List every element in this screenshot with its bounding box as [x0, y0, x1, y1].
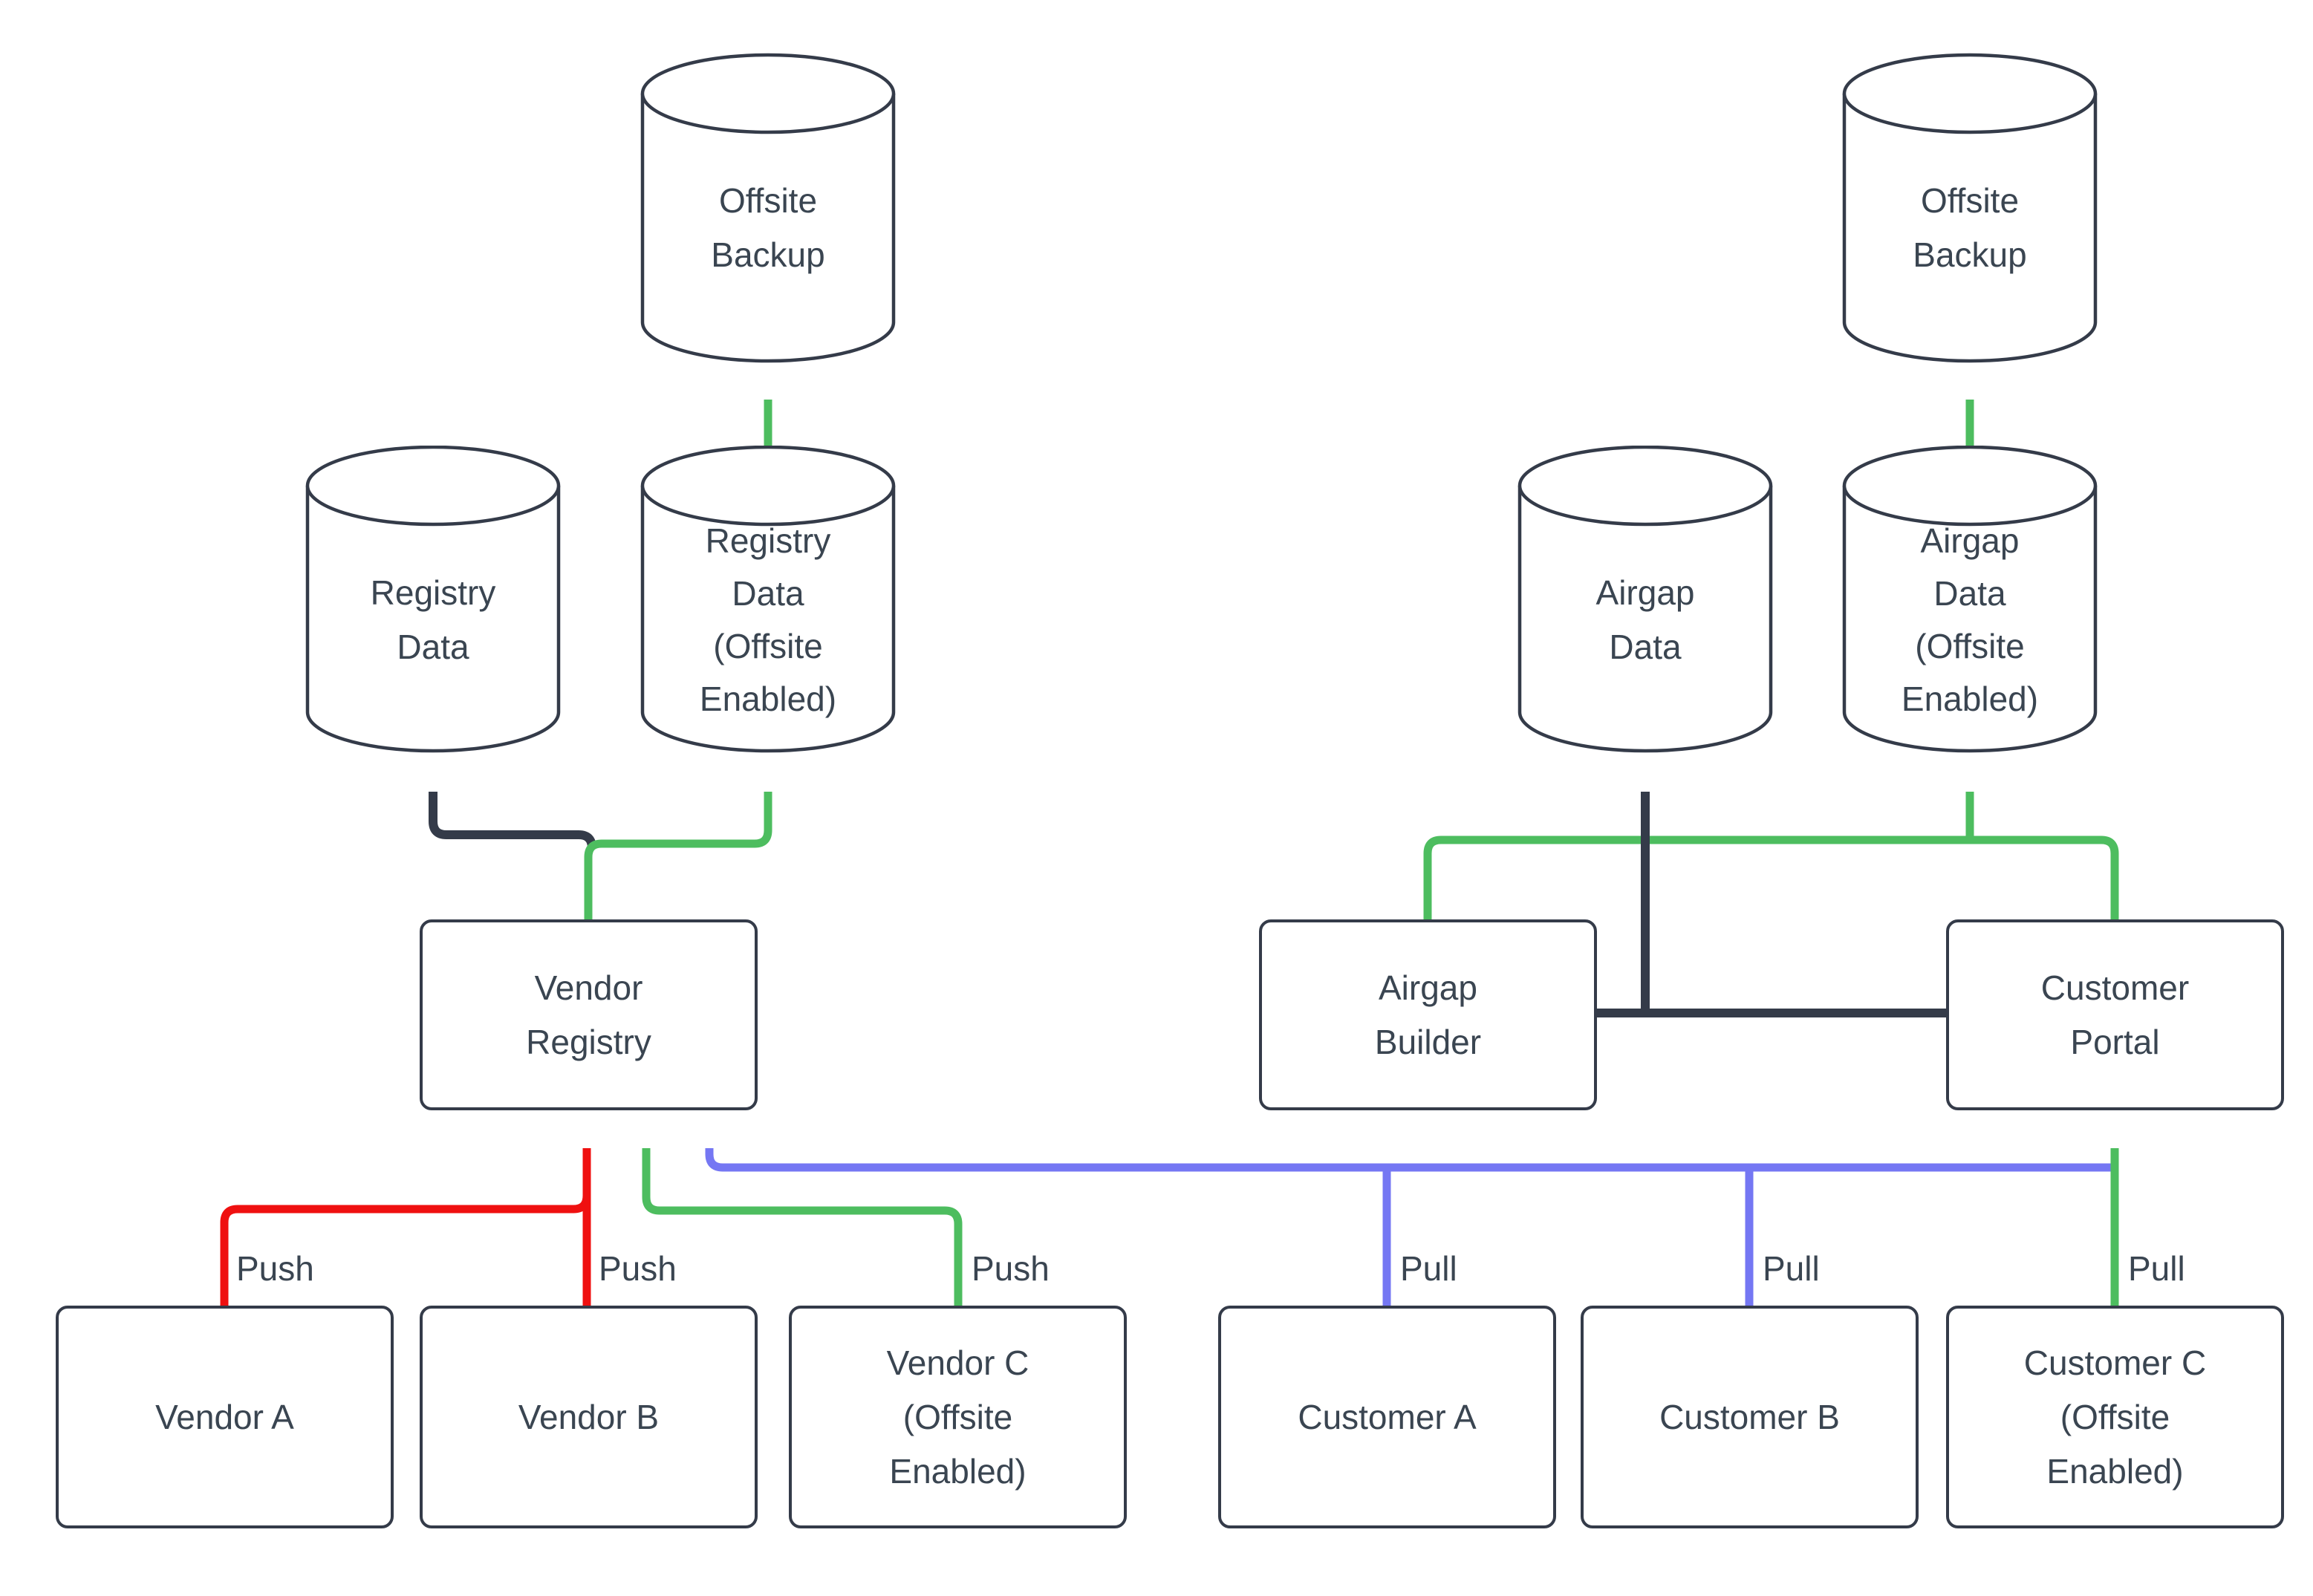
arrowhead-red-into-vendor-registry: [574, 1114, 599, 1148]
node-customer-c: Customer C (Offsite Enabled): [1946, 1306, 2284, 1528]
arrowhead-green-into-airgap-data-offsite: [1957, 758, 1982, 792]
cylinder-shape: [305, 446, 561, 753]
arrowhead-green-into-offsite-backup-left: [755, 365, 781, 400]
node-vendor-registry: Vendor Registry: [420, 919, 758, 1110]
cylinder-airgap-data: Airgap Data: [1517, 446, 1773, 754]
node-vendor-c: Vendor C (Offsite Enabled): [789, 1306, 1127, 1528]
cylinder-shape: [1842, 53, 2098, 363]
node-vendor-a: Vendor A: [56, 1306, 394, 1528]
cylinder-shape: [1517, 446, 1773, 753]
cylinder-label: Offsite Backup: [1913, 181, 2027, 274]
arrowhead-dark-into-airgap-data: [1633, 758, 1658, 792]
edge-label-pull-customer-b: Pull: [1763, 1249, 1820, 1288]
arrowhead-green-into-customer-portal: [2102, 1114, 2127, 1148]
arrowhead-green-into-offsite-backup-right: [1957, 365, 1982, 400]
node-customer-b: Customer B: [1581, 1306, 1919, 1528]
edge-builder-portal-offsite-green: [1423, 836, 2119, 919]
node-customer-a: Customer A: [1218, 1306, 1556, 1528]
edge-push-vendor-c-green: [642, 1148, 963, 1306]
cylinder-registry-data-offsite: Registry Data (Offsite Enabled): [640, 446, 896, 754]
cylinder-label: Airgap Data: [1595, 573, 1695, 666]
node-vendor-b: Vendor B: [420, 1306, 758, 1528]
cylinder-registry-data: Registry Data: [305, 446, 561, 754]
edge-pull-main-blue: [705, 1148, 2115, 1172]
cylinder-label: Airgap Data (Offsite Enabled): [1901, 521, 2039, 718]
cylinder-label: Registry Data (Offsite Enabled): [699, 521, 837, 718]
edge-label-push-vendor-b: Push: [599, 1249, 677, 1288]
cylinder-label: Registry Data: [370, 573, 496, 666]
edge-vendor-registry-to-registry-data-offsite-green: [584, 792, 772, 919]
arrowhead-blue-into-vendor-registry: [697, 1114, 722, 1148]
node-customer-portal: Customer Portal: [1946, 919, 2284, 1110]
cylinder-shape: [640, 53, 896, 363]
cylinder-shape: [640, 446, 896, 753]
arrowhead-dark-into-registry-data: [420, 758, 446, 792]
cylinder-offsite-backup-right: Offsite Backup: [1842, 52, 2098, 364]
cylinder-shape: [1842, 446, 2098, 753]
node-airgap-builder: Airgap Builder: [1259, 919, 1597, 1110]
edge-label-push-vendor-a: Push: [236, 1249, 314, 1288]
cylinder-airgap-data-offsite: Airgap Data (Offsite Enabled): [1842, 446, 2098, 754]
arrowhead-green-into-vendor-registry: [634, 1114, 659, 1148]
cylinder-label: Offsite Backup: [711, 181, 825, 274]
edge-label-push-vendor-c: Push: [972, 1249, 1050, 1288]
edge-label-pull-customer-a: Pull: [1400, 1249, 1457, 1288]
arrowhead-green-into-registry-data-offsite: [755, 758, 781, 792]
edge-label-pull-customer-c: Pull: [2128, 1249, 2185, 1288]
edge-vendor-registry-to-registry-data-dark: [429, 792, 596, 849]
cylinder-offsite-backup-left: Offsite Backup: [640, 52, 896, 364]
